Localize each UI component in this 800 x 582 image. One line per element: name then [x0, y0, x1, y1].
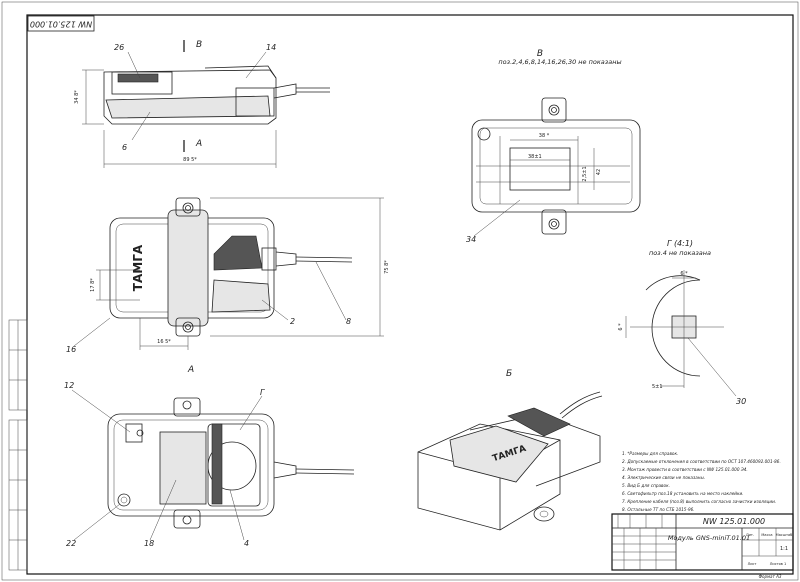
cut-label-b: В — [196, 40, 202, 50]
pos-14: 14 — [266, 43, 276, 52]
view-g-title: Г (4:1) — [667, 239, 693, 248]
pos-16: 16 — [66, 345, 76, 354]
note-5: 5. Вид Б для справок. — [622, 483, 670, 488]
view-a: А 12 Г 22 18 4 — [64, 365, 355, 548]
view-b-title: В — [537, 49, 543, 59]
dim-side-height: 75 8* — [384, 260, 390, 274]
pos-12: 12 — [64, 381, 74, 390]
dim-top-width: 89 5* — [183, 157, 197, 163]
pos-6: 6 — [122, 143, 127, 152]
pos-18: 18 — [144, 539, 154, 548]
left-margin-stamp — [8, 319, 28, 571]
note-6: 6. Светофильтр поз.18 установить на мест… — [622, 491, 744, 496]
vb-dim-width: 38 * — [539, 133, 550, 139]
stamp-sheet: Лист — [748, 562, 757, 566]
note-7: 7. Крепление кабеля (поз.8) выполнить со… — [622, 499, 776, 504]
title-block: NW 125.01.000 Модуль GNS-miniT.01.01 Лит… — [611, 513, 794, 579]
designation-box-rotated: NW 125.01.000 — [27, 15, 95, 32]
pos-26: 26 — [114, 43, 124, 52]
view-b-note: поз.2,4,6,8,14,16,26,30 не показаны — [498, 58, 621, 66]
view-g-note: поз.4 не показана — [649, 249, 711, 257]
view-g: Г (4:1) поз.4 не показана 6 * 6 * 5±1 30 — [618, 239, 746, 406]
pos-22: 22 — [66, 539, 76, 548]
dim-side-bottom: 16 5* — [157, 339, 171, 345]
pos-g: Г — [260, 388, 265, 397]
front-product-label: ТАМГА — [131, 244, 145, 291]
sheet-format: Формат А3 — [759, 574, 782, 579]
vb-dim-inner: 38±1 — [528, 154, 542, 160]
stamp-scale-value: 1:1 — [780, 546, 788, 552]
title-designation: NW 125.01.000 — [703, 517, 765, 526]
vb-dim-small: 2,5±1 — [582, 166, 588, 181]
note-8: 8. Остальные ТТ по СТБ 1015-96. — [622, 507, 695, 512]
view-b: В поз.2,4,6,8,14,16,26,30 не показаны 38… — [466, 49, 641, 244]
view-bb-title: Б — [506, 369, 512, 379]
pos-8: 8 — [346, 317, 351, 326]
title-name: Модуль GNS-miniT.01.01 — [668, 534, 750, 542]
pos-2: 2 — [290, 317, 295, 326]
stamp-scale: Масштаб — [776, 533, 793, 537]
note-3: 3. Монтаж провести в соответствии с NW 1… — [622, 467, 748, 472]
stamp-sheets: Листов 1 — [770, 562, 786, 566]
front-view: ТАМГА 75 8* 17 8* 16 5* 2 8 16 — [66, 197, 390, 354]
technical-notes: 1. *Размеры для справок. 2. Допускаемые … — [622, 451, 781, 512]
stamp-mass: Масса — [761, 533, 772, 537]
dim-top-height: 34 8* — [74, 90, 80, 104]
designation-rotated-text: NW 125.01.000 — [30, 20, 92, 29]
vg-dim-top: 6 * — [680, 271, 688, 277]
pos-30: 30 — [736, 397, 746, 406]
view-a-title: А — [187, 365, 194, 375]
cut-label-a: А — [195, 139, 202, 149]
note-1: 1. *Размеры для справок. — [622, 451, 678, 456]
pos-34: 34 — [466, 235, 476, 244]
stamp-lit: Лит. — [746, 533, 754, 537]
dim-side-small: 17 8* — [90, 278, 96, 292]
isometric-view: Б ТАМГА — [417, 369, 603, 531]
vg-dim-left: 6 * — [618, 323, 624, 331]
sheet-inner-frame — [26, 14, 794, 575]
vg-dim-bottom: 5±1 — [652, 384, 663, 390]
pos-4: 4 — [244, 539, 249, 548]
top-view: В А 34 8* 89 5* 26 14 6 — [74, 40, 330, 168]
note-2: 2. Допускаемые отклонения в соответствии… — [622, 459, 781, 464]
note-4: 4. Электрические связи не показаны. — [622, 475, 705, 480]
vb-dim-right: 42 — [596, 169, 602, 175]
